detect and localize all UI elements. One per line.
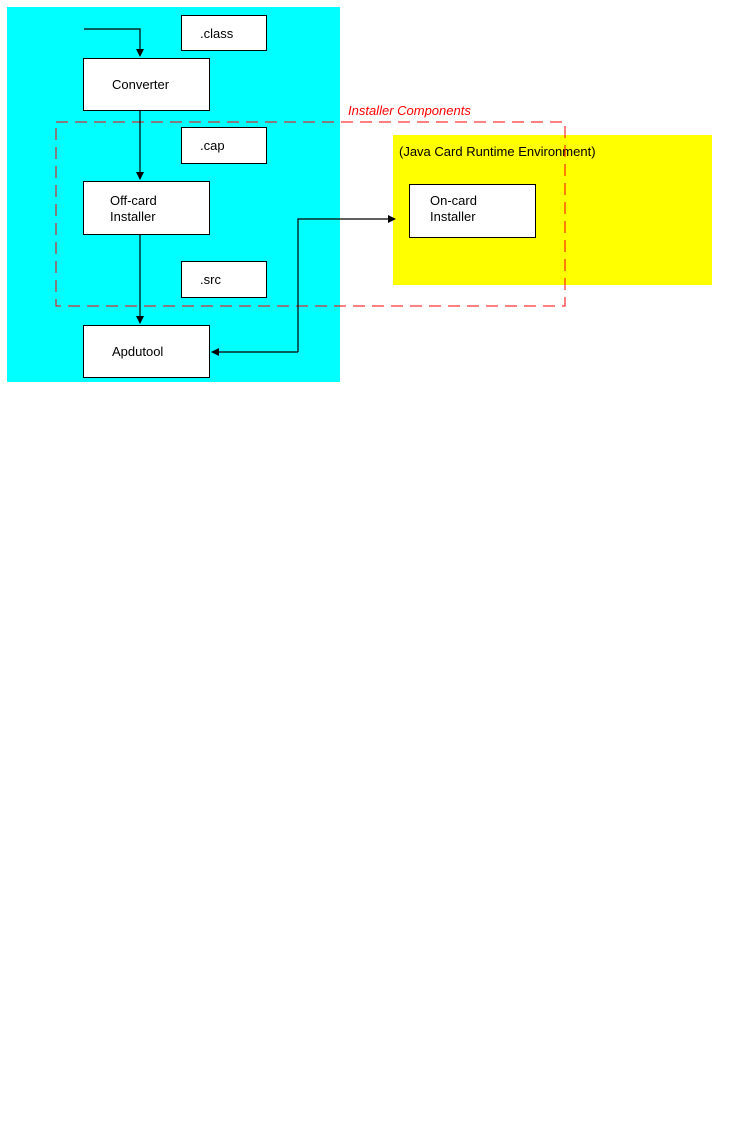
installer-components-label: Installer Components: [348, 103, 471, 118]
cap-file-box: .cap: [181, 127, 267, 164]
apdutool-box: Apdutool: [83, 325, 210, 378]
converter-box: Converter: [83, 58, 210, 111]
jcre-label: (Java Card Runtime Environment): [399, 144, 596, 159]
on-card-installer-box: On-card Installer: [409, 184, 536, 238]
off-card-installer-box: Off-card Installer: [83, 181, 210, 235]
src-file-box: .src: [181, 261, 267, 298]
class-file-box: .class: [181, 15, 267, 51]
